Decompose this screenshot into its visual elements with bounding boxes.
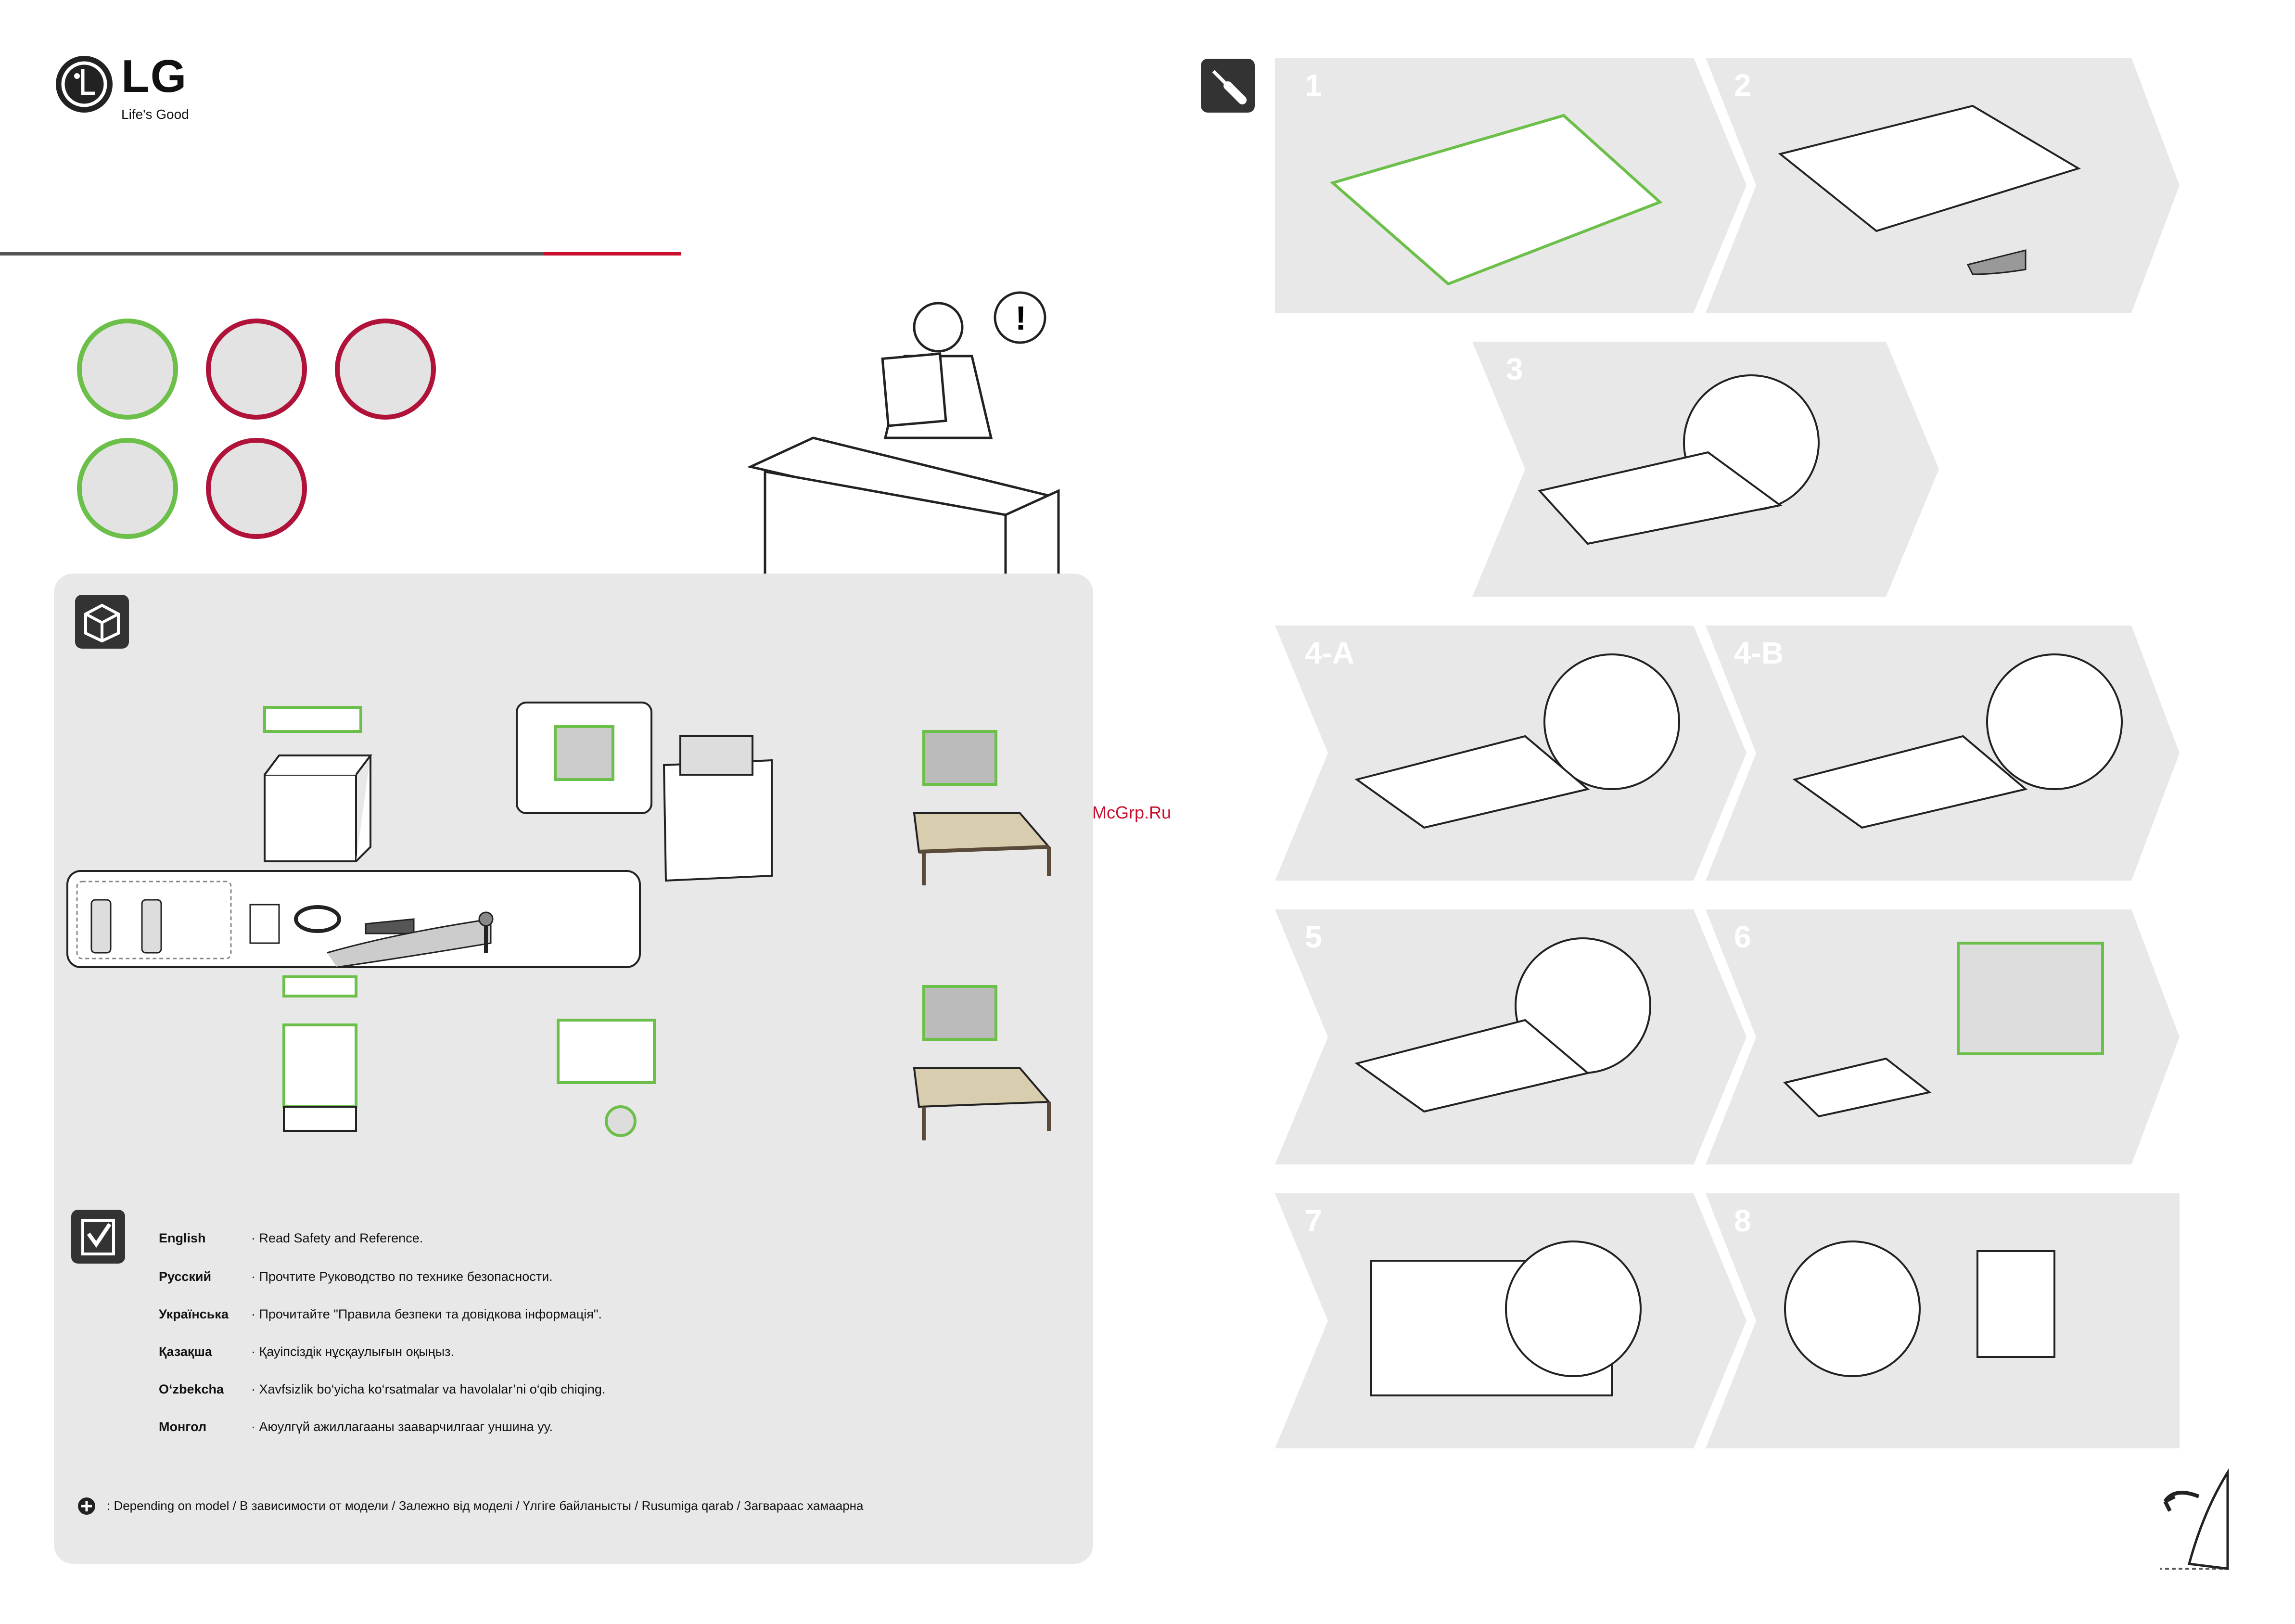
footnote: : Depending on model / В зависимости от …: [107, 1498, 864, 1513]
lg-logo-icon: [56, 56, 113, 113]
lang-mongolian: Монгол: [159, 1419, 207, 1434]
page-turn-icon: [2160, 1468, 2229, 1570]
plus-icon: [78, 1497, 95, 1515]
remove-tv-from-box-illustration: [282, 975, 357, 1132]
svg-text:!: !: [1015, 299, 1026, 337]
checklist-icon: [71, 1210, 125, 1264]
step-2-number: 2: [1734, 68, 1751, 102]
lift-tv-illustration: [516, 702, 773, 882]
step-8-number: 8: [1734, 1203, 1751, 1238]
place-on-table-illustration: [913, 730, 1051, 885]
brand-tagline: Life's Good: [121, 107, 189, 122]
step-4a-number: 4-A: [1305, 636, 1355, 670]
lang-kazakh-text: · Қауіпсіздік нұсқаулығын оқыңыз.: [251, 1344, 455, 1359]
box-icon: [75, 595, 129, 649]
step-6-number: 6: [1734, 920, 1751, 954]
box-lid-illustration: [263, 706, 372, 862]
lang-mongolian-text: · Аюулгүй ажиллагааны зааварчилгааг унши…: [251, 1419, 553, 1434]
lang-ukrainian: Українська: [159, 1307, 229, 1321]
lang-russian-text: · Прочтите Руководство по технике безопа…: [251, 1269, 553, 1284]
accessories-callout: [66, 870, 641, 968]
lang-english: English: [159, 1231, 206, 1245]
step-6-panel: [1706, 909, 2180, 1164]
correct-grip-icon: [77, 438, 178, 539]
place-on-table-illustration-2: [913, 985, 1051, 1140]
lang-kazakh: Қазақша: [159, 1344, 212, 1359]
lang-russian: Русский: [159, 1269, 212, 1284]
correct-carry-icon: [77, 319, 178, 420]
lang-uzbek-text: · Xavfsizlik bo‘yicha ko‘rsatmalar va ha…: [251, 1382, 606, 1396]
wrong-carry-icon: [206, 319, 307, 420]
step-8-panel: [1706, 1193, 2180, 1448]
assembly-steps: [1275, 58, 2180, 1448]
brand-name: LG: [121, 51, 188, 102]
lay-tv-down-illustration: [557, 1019, 656, 1137]
wrong-carry-flat-icon: [335, 319, 436, 420]
step-4b-number: 4-B: [1734, 636, 1784, 670]
step-3-number: 3: [1506, 352, 1523, 386]
watermark: McGrp.Ru: [1092, 803, 1172, 822]
wrong-grip-screen-icon: [206, 438, 307, 539]
divider-red: [544, 252, 681, 256]
step-5-number: 5: [1305, 920, 1322, 954]
step-7-number: 7: [1305, 1203, 1322, 1238]
lang-english-text: · Read Safety and Reference.: [251, 1231, 423, 1245]
screwdriver-icon: [1201, 59, 1255, 113]
step-1-number: 1: [1305, 68, 1322, 102]
divider-gray: [0, 252, 544, 256]
lang-ukrainian-text: · Прочитайте "Правила безпеки та довідко…: [251, 1307, 602, 1321]
lang-uzbek: O‘zbekcha: [159, 1382, 224, 1396]
